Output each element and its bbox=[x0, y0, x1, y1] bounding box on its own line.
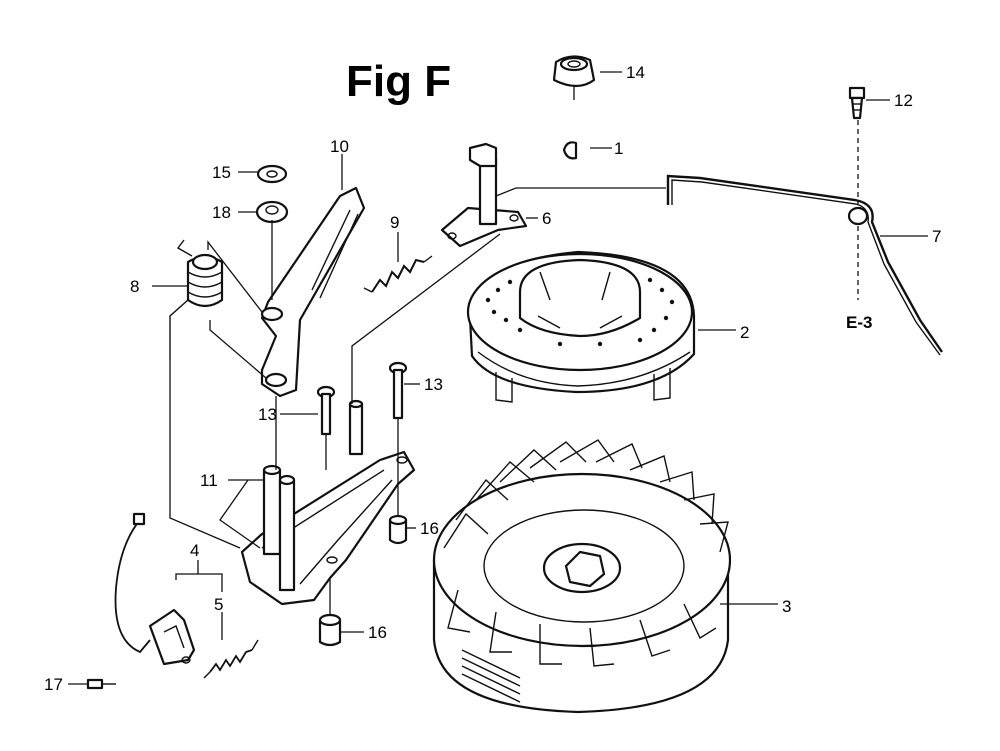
part-2-plate bbox=[466, 250, 696, 403]
part-17-wire bbox=[86, 512, 151, 690]
part-4-bracket bbox=[148, 608, 196, 666]
part-9-spring bbox=[363, 255, 433, 293]
callout-9: 9 bbox=[390, 213, 399, 232]
callout-5: 5 bbox=[214, 595, 223, 614]
pin bbox=[348, 399, 364, 456]
callout-1: 1 bbox=[614, 139, 623, 158]
part-10-arm bbox=[260, 186, 366, 398]
callout-18: 18 bbox=[212, 203, 231, 222]
part-16-collar-lower bbox=[318, 613, 342, 647]
part-12-screw bbox=[848, 86, 866, 120]
callout-6: 6 bbox=[542, 209, 551, 228]
callout-2: 2 bbox=[740, 323, 749, 342]
part-1-key bbox=[562, 141, 578, 160]
callout-10: 10 bbox=[330, 137, 349, 156]
callout-17: 17 bbox=[44, 675, 63, 694]
part-16-collar-upper bbox=[388, 514, 408, 545]
callout-15: 15 bbox=[212, 163, 231, 182]
part-13-bolt-right bbox=[388, 361, 408, 420]
callout-13-left: 13 bbox=[258, 405, 277, 424]
part-11-base bbox=[240, 450, 416, 606]
leader-lines bbox=[68, 71, 928, 685]
callout-7: 7 bbox=[932, 227, 941, 246]
part-6-lever bbox=[440, 142, 528, 248]
callout-labels: 1 2 3 4 5 6 7 8 9 10 11 12 13 13 14 15 1… bbox=[44, 63, 941, 694]
part-13-bolt-left bbox=[316, 385, 336, 436]
callout-13-right: 13 bbox=[424, 375, 443, 394]
callout-14: 14 bbox=[626, 63, 645, 82]
part-14-nut bbox=[552, 55, 596, 88]
part-18-washer bbox=[255, 200, 289, 224]
part-8-spring bbox=[169, 239, 224, 360]
part-7-rod bbox=[666, 174, 943, 356]
callout-8: 8 bbox=[130, 277, 139, 296]
part-15-washer bbox=[256, 164, 288, 184]
callout-3: 3 bbox=[782, 597, 791, 616]
part-5-spring bbox=[203, 639, 259, 679]
callout-16-upper: 16 bbox=[420, 519, 439, 538]
callout-11: 11 bbox=[200, 471, 218, 490]
callout-12: 12 bbox=[894, 91, 913, 110]
part-3-flywheel bbox=[432, 439, 732, 714]
callout-16-lower: 16 bbox=[368, 623, 387, 642]
reference-e3: E-3 bbox=[846, 313, 872, 332]
callout-4: 4 bbox=[190, 541, 199, 560]
figure-title: Fig F bbox=[346, 57, 451, 106]
